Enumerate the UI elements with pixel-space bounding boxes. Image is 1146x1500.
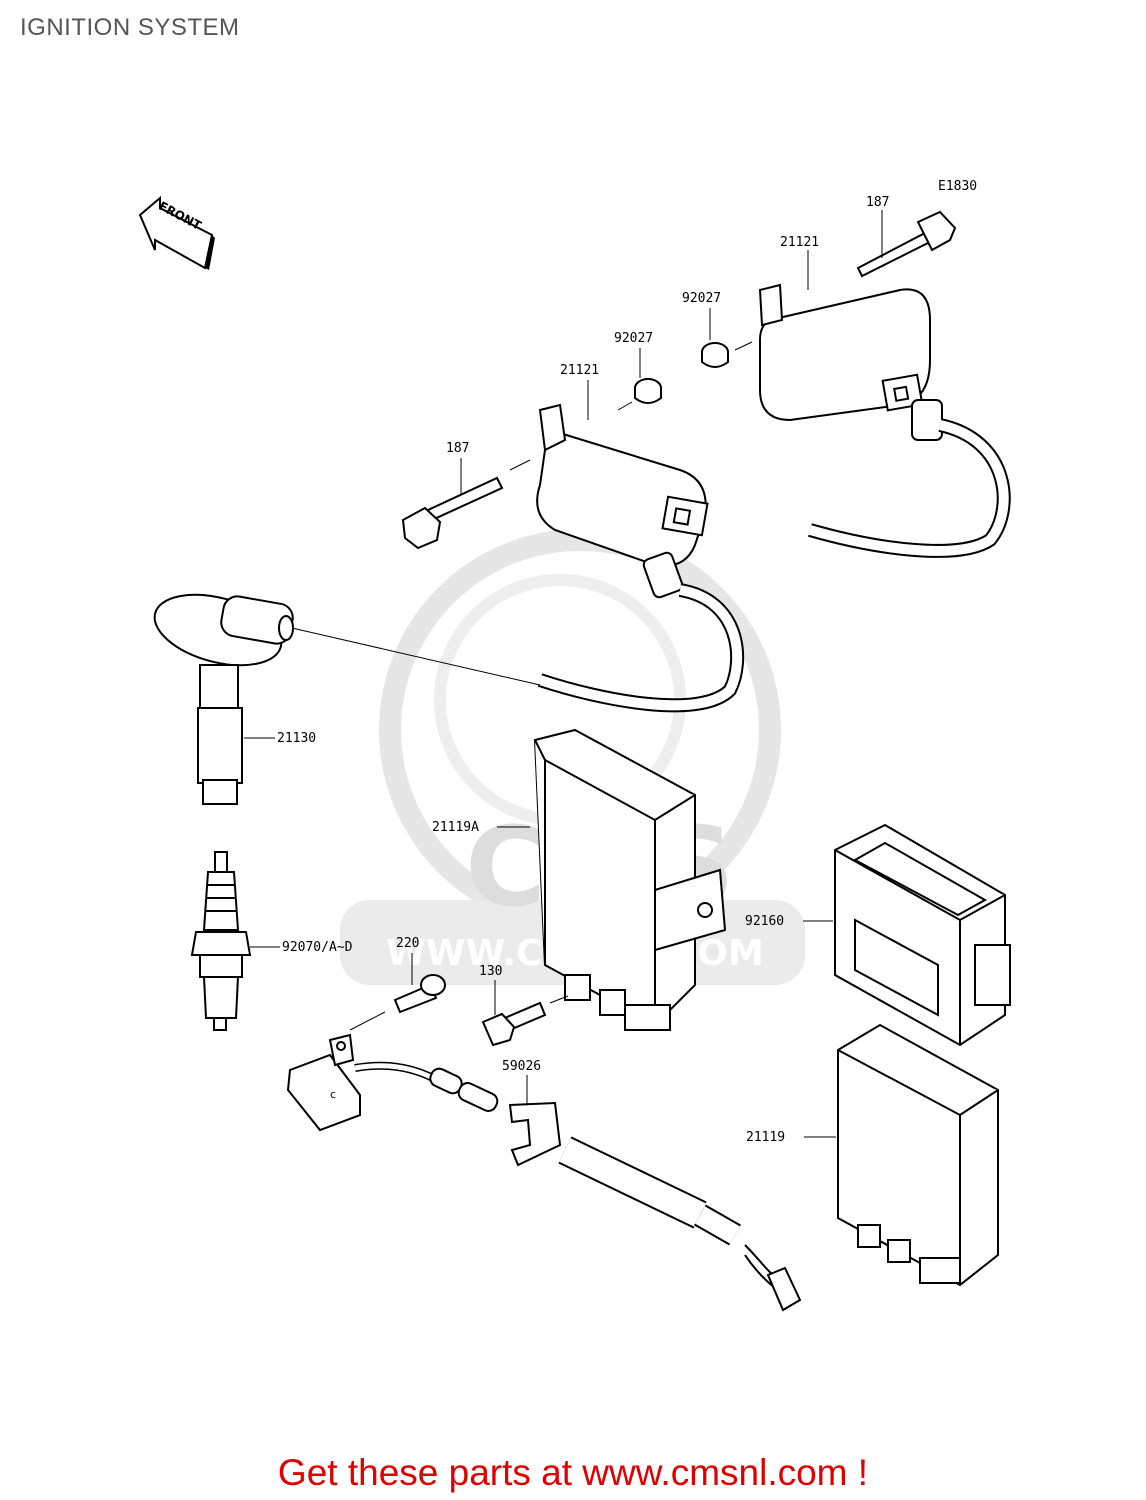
igniter-21119A [533,728,727,1031]
spacer-92027-upper [701,342,729,368]
label-cap: 21130 [277,731,316,746]
ignition-coil-upper [758,283,1011,558]
front-arrow-icon: FRONT [138,195,215,270]
label-clamp: 59026 [502,1059,541,1074]
page-title: IGNITION SYSTEM [20,14,240,41]
label-damper: 92160 [745,914,784,929]
bolt-187-middle [401,476,504,550]
ignition-diagram: CMS WWW.CMSNL.COM FRONT E1830 187 21121 … [138,179,1011,1312]
label-spacer-mid: 92027 [614,331,653,346]
bolt-130 [481,1001,547,1047]
label-bolt-130: 130 [479,964,502,979]
label-bolt-mid: 187 [446,441,469,456]
label-plug: 92070/A~D [282,940,353,955]
label-igniter-a: 21119A [432,820,479,835]
wire-harness: c [286,1033,802,1312]
footer-promo-link[interactable]: Get these parts at www.cmsnl.com ! [277,1452,869,1493]
screw-220 [393,974,446,1014]
diagram-code: E1830 [938,179,977,194]
damper-92160 [834,823,1011,1047]
spacer-92027-middle [634,378,662,404]
label-coil-mid: 21121 [560,363,599,378]
label-screw: 220 [396,936,419,951]
igniter-21119 [837,1023,999,1287]
bolt-187-upper [856,210,957,278]
svg-text:c: c [330,1088,336,1101]
label-spacer-top: 92027 [682,291,721,306]
label-igniter: 21119 [746,1130,785,1145]
label-coil-top: 21121 [780,235,819,250]
label-bolt-top: 187 [866,195,889,210]
spark-plug [190,851,252,1031]
ignition-coil-middle [536,403,745,713]
spark-plug-cap [153,593,294,805]
